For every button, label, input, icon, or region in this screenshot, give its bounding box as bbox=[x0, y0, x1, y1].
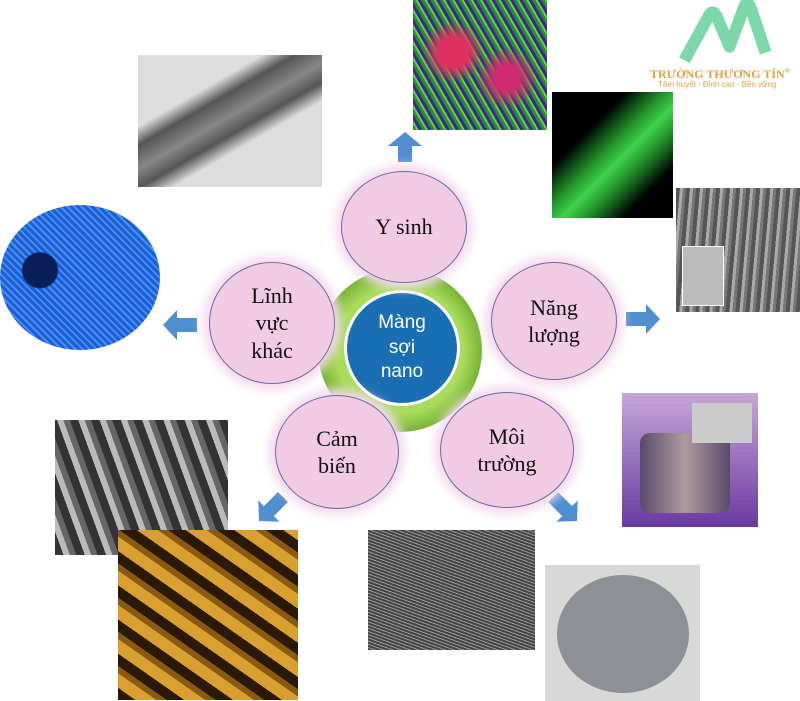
tem-nanotube-image bbox=[138, 55, 322, 187]
branch-label: Môi bbox=[488, 423, 526, 449]
center-line: Màng bbox=[378, 311, 426, 333]
center-line: sợi bbox=[388, 336, 416, 358]
branch-label: biến bbox=[318, 453, 356, 478]
registered-mark: ® bbox=[784, 67, 790, 75]
center-line: nano bbox=[380, 361, 424, 383]
blue-nanofiber-sphere-image bbox=[0, 205, 160, 350]
arrow-up-icon bbox=[388, 132, 422, 162]
arrow-right-icon bbox=[626, 304, 660, 334]
nanofiber-mesh-image bbox=[368, 530, 535, 650]
branch-label: Năng bbox=[530, 294, 578, 320]
branch-label: trường bbox=[477, 451, 537, 476]
membrane-disc-image bbox=[545, 565, 700, 701]
arrow-down-left-icon bbox=[258, 492, 288, 522]
branch-label: Y sinh bbox=[375, 214, 433, 240]
brand-logo: TRƯỜNG THƯƠNG TÍN® Tâm huyết - Đỉnh cao … bbox=[650, 0, 800, 92]
green-fiber-image bbox=[552, 92, 673, 218]
branch-label: vực bbox=[255, 310, 289, 336]
center-node: Màng sợi nano bbox=[344, 290, 460, 406]
arrow-down-right-icon bbox=[548, 492, 578, 522]
branch-label: khác bbox=[251, 337, 293, 363]
sem-fiber-bundle-image bbox=[676, 188, 800, 312]
logo-name: TRƯỜNG THƯƠNG TÍN bbox=[650, 67, 785, 81]
arrow-left-icon bbox=[163, 310, 197, 340]
branch-label: lượng bbox=[528, 322, 580, 347]
fluorescent-cells-image bbox=[413, 0, 547, 130]
filter-cylinder-image bbox=[622, 393, 758, 527]
branch-label: Cảm bbox=[316, 425, 358, 451]
logo-slogan: Tâm huyết - Đỉnh cao - Bền vững bbox=[658, 80, 777, 89]
branch-y-sinh: Y sinh bbox=[341, 171, 467, 283]
gold-nanofibers-image bbox=[118, 530, 298, 700]
branch-label: Lĩnh bbox=[251, 282, 293, 308]
logo-mark-icon bbox=[679, 0, 772, 64]
